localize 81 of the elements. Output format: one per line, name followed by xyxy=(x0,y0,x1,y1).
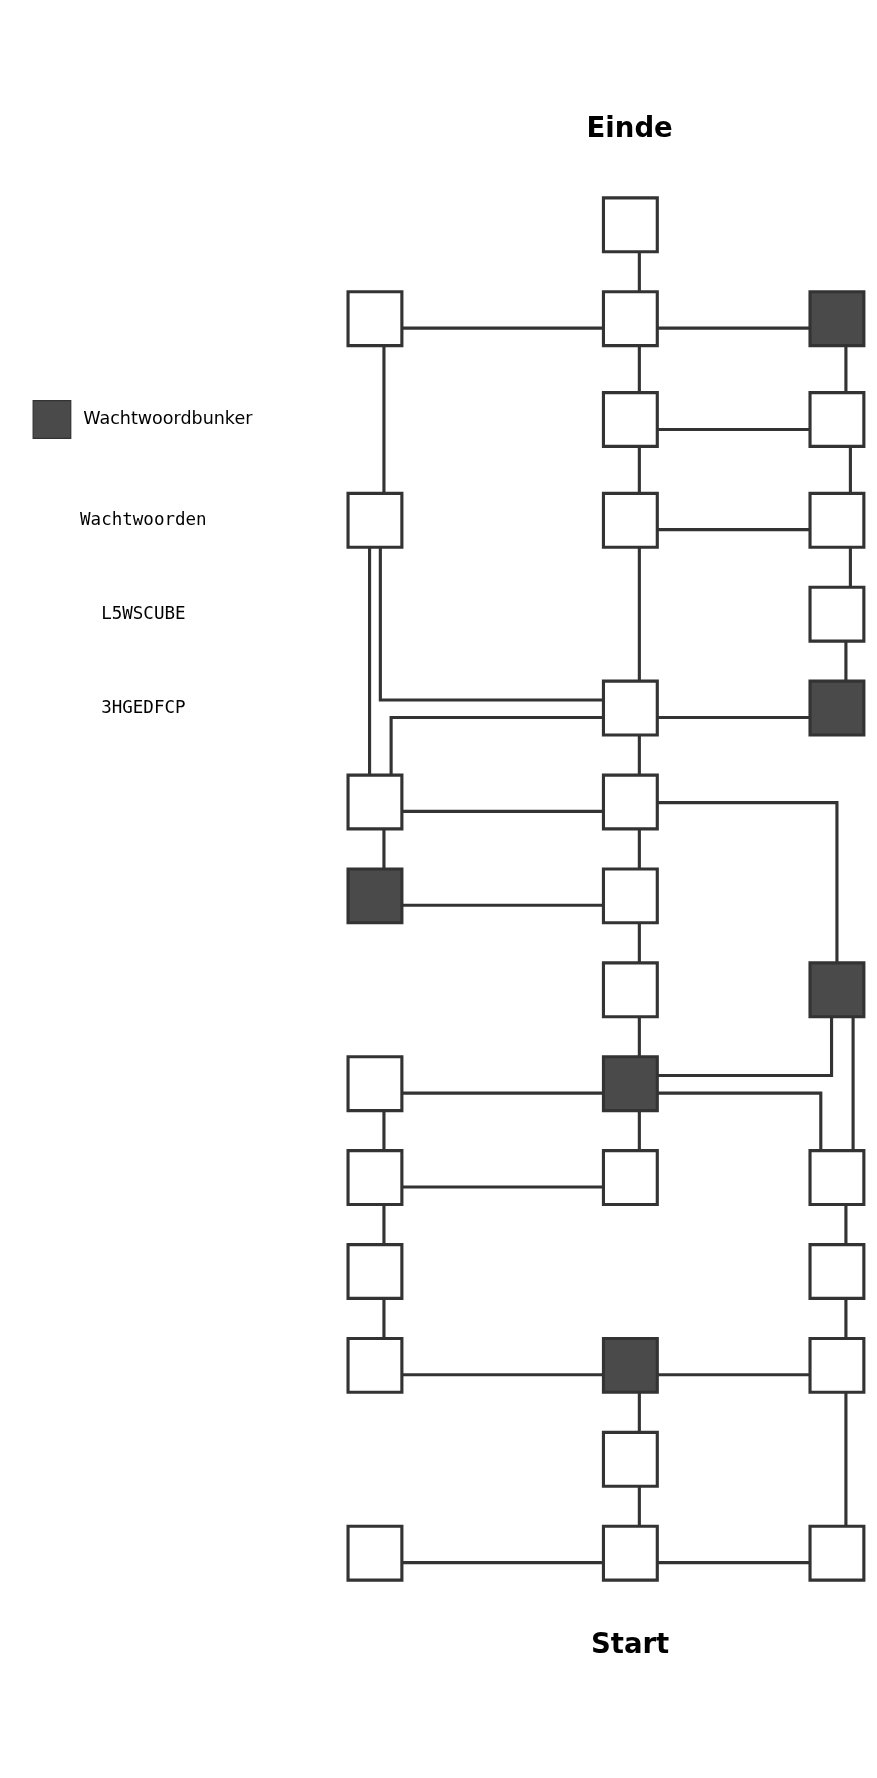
node-box xyxy=(346,1524,404,1582)
node-box xyxy=(601,1055,659,1113)
connector xyxy=(402,1561,604,1565)
connector xyxy=(382,1110,386,1151)
node-box xyxy=(601,391,659,448)
node-box xyxy=(601,1524,659,1582)
connector xyxy=(657,1091,823,1151)
connector xyxy=(657,801,839,963)
connector xyxy=(848,446,852,494)
legend-label: Wachtwoordbunker xyxy=(83,408,253,429)
node-box xyxy=(601,679,659,737)
node-box xyxy=(808,1243,866,1300)
node-box xyxy=(601,491,659,549)
connector xyxy=(657,528,810,532)
connector xyxy=(657,1016,834,1078)
connector xyxy=(637,252,641,292)
connector xyxy=(657,1561,810,1565)
connector xyxy=(848,547,852,588)
node-box xyxy=(808,1336,866,1394)
connector xyxy=(844,1298,848,1339)
connector xyxy=(382,829,386,869)
node-box xyxy=(601,867,659,925)
connector xyxy=(402,326,604,330)
node-box xyxy=(346,867,404,925)
connector xyxy=(657,427,810,432)
connector xyxy=(637,1016,641,1057)
connector xyxy=(637,547,641,681)
connector xyxy=(657,715,810,720)
connector xyxy=(851,1017,855,1151)
node-box xyxy=(346,1243,404,1300)
node-box xyxy=(601,1336,659,1394)
node-box xyxy=(808,679,866,737)
connector xyxy=(637,345,641,393)
connector xyxy=(637,1486,641,1527)
node-label: Einde xyxy=(586,110,673,143)
connector xyxy=(378,547,604,702)
connector xyxy=(402,903,604,907)
node-box xyxy=(346,491,404,549)
connector xyxy=(402,809,604,813)
connector xyxy=(844,641,848,681)
connector xyxy=(657,1373,810,1377)
node-box xyxy=(808,1149,866,1207)
connector xyxy=(844,345,848,393)
connector xyxy=(637,829,641,869)
node-box xyxy=(808,391,866,448)
connector xyxy=(844,1392,848,1526)
node-box xyxy=(601,1149,659,1207)
node-box xyxy=(601,290,659,348)
connector xyxy=(382,1298,386,1339)
connector xyxy=(637,1392,641,1433)
connector xyxy=(637,735,641,775)
connector xyxy=(368,547,372,776)
connector xyxy=(402,1373,604,1377)
connector xyxy=(382,1204,386,1245)
connector xyxy=(637,446,641,494)
connector xyxy=(382,345,386,494)
node-box xyxy=(808,290,866,348)
connector xyxy=(657,326,810,330)
connector xyxy=(389,715,604,775)
node-box xyxy=(808,491,866,549)
connector xyxy=(637,923,641,963)
node-box xyxy=(601,961,659,1019)
node-box xyxy=(808,1524,866,1582)
node-box xyxy=(346,1055,404,1113)
node-box xyxy=(346,773,404,831)
node-box xyxy=(601,773,659,831)
node-box xyxy=(601,1430,659,1488)
node-box xyxy=(346,1336,404,1394)
connector xyxy=(402,1091,604,1095)
node-box xyxy=(601,196,659,254)
label: 3HGEDFCP xyxy=(101,696,186,717)
node-box xyxy=(808,961,866,1019)
node-label: Start xyxy=(590,1626,670,1659)
node-box xyxy=(808,585,866,643)
connector xyxy=(844,1204,848,1245)
node-box xyxy=(346,290,404,348)
node-box xyxy=(346,1149,404,1207)
label: Wachtwoorden xyxy=(80,508,207,529)
label: L5WSCUBE xyxy=(101,602,186,623)
connector xyxy=(637,1110,641,1151)
connector xyxy=(402,1185,604,1189)
